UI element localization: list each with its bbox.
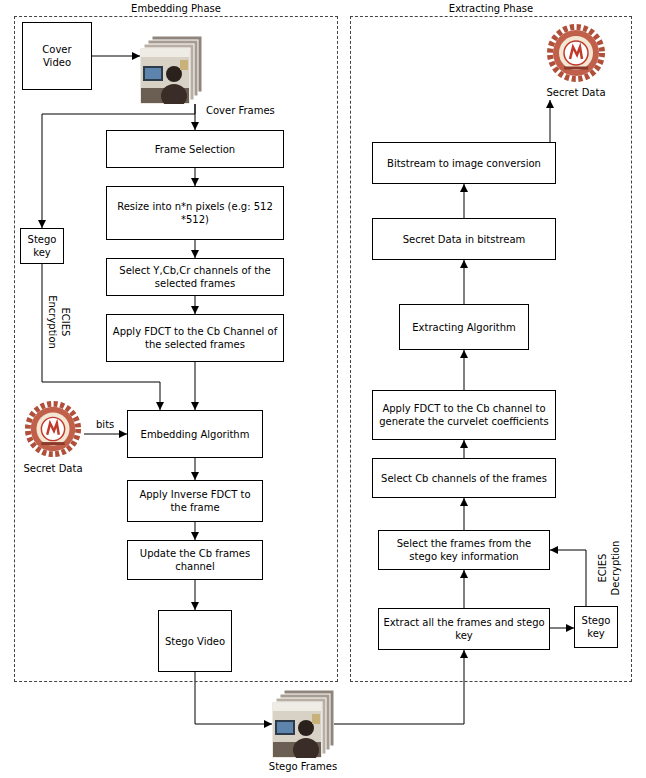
process-box: Apply Inverse FDCT to the frame [127,480,263,522]
image-node: Cover Frames [140,36,202,104]
connector-arrow [84,434,127,435]
connector-arrow [195,240,196,258]
process-box: Stego key [20,228,64,264]
process-box: Resize into n*n pixels (e.g: 512 *512) [106,186,284,240]
process-box: Bitstream to image conversion [372,142,556,184]
connector-arrow [550,100,551,142]
process-box: Select the frames from the stego key inf… [378,530,550,570]
connector-arrow [464,570,465,608]
process-box: Apply FDCT to the Cb channel to generate… [372,390,556,440]
phase-panel: Cover VideoCover FramesFrame SelectionRe… [14,16,338,682]
node-text: Resize into n*n pixels (e.g: 512 *512) [111,200,279,226]
process-box: Apply FDCT to the Cb Channel of the sele… [106,314,284,362]
connector-arrow [464,350,465,390]
connector-arrow [195,296,196,314]
image-node: Secret Data [22,398,84,460]
process-box: Update the Cb frames channel [127,540,263,580]
secret-logo-picture [22,399,84,459]
phase-title: Extracting Phase [351,2,631,15]
connector-arrow [334,650,464,724]
node-text: Select Y,Cb,Cr channels of the selected … [111,264,279,290]
process-box: Cover Video [22,22,92,90]
connector-arrow [195,522,196,540]
connector-arrow [464,440,465,458]
edge-label: ECIES Decryption [596,533,622,603]
node-text: Apply Inverse FDCT to the frame [132,488,258,514]
process-box: Stego Video [158,610,232,672]
node-text: Secret Data [540,86,612,99]
node-text: Secret Data in bitstream [403,233,526,246]
node-text: Update the Cb frames channel [132,547,258,573]
connector-arrow [195,168,196,186]
process-box: Select Cb channels of the frames [372,458,556,498]
node-text: Cover Frames [206,104,286,117]
connector-arrow [92,56,140,57]
node-text: Stego key [25,233,59,259]
node-text: Apply FDCT to the Cb Channel of the sele… [111,325,279,351]
process-box: Extracting Algorithm [399,304,529,350]
phase-panel: Secret DataBitstream to image conversion… [350,16,632,682]
process-box: Frame Selection [106,130,284,168]
node-text: Apply FDCT to the Cb channel to generate… [377,402,551,428]
node-text: Stego Video [165,635,225,648]
edge-label: ECIES Encryption [46,287,72,357]
node-text: Secret Data [13,462,93,475]
connector-arrow [195,580,196,610]
node-text: Select the frames from the stego key inf… [383,537,545,563]
connector-arrow [195,362,196,410]
process-box: Select Y,Cb,Cr channels of the selected … [106,258,284,296]
connector-arrow [464,260,465,304]
phase-title: Embedding Phase [15,2,337,15]
connector-arrow [550,628,574,629]
stego-frames-picture [272,690,334,762]
edge-label: bits [95,418,115,431]
connector-arrow [195,672,272,724]
process-box: Extract all the frames and stego key [378,608,550,650]
process-box: Secret Data in bitstream [372,218,556,260]
node-text: Extracting Algorithm [412,321,515,334]
node-text: Bitstream to image conversion [387,157,541,170]
cover-frames-picture [140,36,202,108]
connector-arrow [550,550,586,606]
secret-logo-picture [544,22,608,84]
node-text: Stego key [579,614,613,640]
node-text: Cover Video [27,43,87,69]
connector-arrow [464,498,465,530]
node-text: Embedding Algorithm [141,428,250,441]
node-text: Select Cb channels of the frames [381,472,547,485]
connector-arrow [464,184,465,218]
image-node: Secret Data [540,22,612,100]
node-text: Stego Frames [263,760,343,773]
node-text: Extract all the frames and stego key [383,616,545,642]
image-node: Stego Frames [272,690,334,758]
node-text: Frame Selection [155,143,235,156]
process-box: Embedding Algorithm [127,410,263,458]
process-box: Stego key [574,606,618,648]
connector-arrow [195,458,196,480]
